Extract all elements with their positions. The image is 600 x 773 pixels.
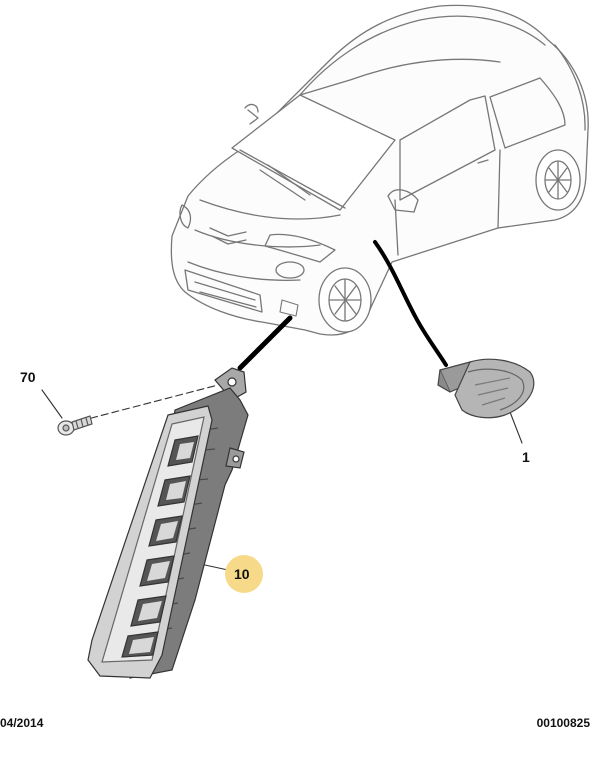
- footer-reference: 00100825: [536, 716, 590, 730]
- callout-screw-label: 70: [20, 369, 36, 385]
- screw-part: [57, 415, 93, 436]
- side-repeater-part: [437, 358, 535, 419]
- callout-highlight: [225, 555, 263, 593]
- drl-part: [87, 367, 249, 679]
- footer-date: 04/2014: [0, 716, 44, 730]
- callout-side-repeater: 1: [522, 449, 530, 465]
- callout-side-repeater-label: 1: [522, 449, 530, 465]
- leader-lines: [41, 240, 523, 571]
- car-illustration: [170, 4, 589, 336]
- callout-drl-label: 10: [234, 566, 250, 582]
- callout-screw: 70: [20, 369, 36, 385]
- callout-drl: 10: [225, 555, 263, 593]
